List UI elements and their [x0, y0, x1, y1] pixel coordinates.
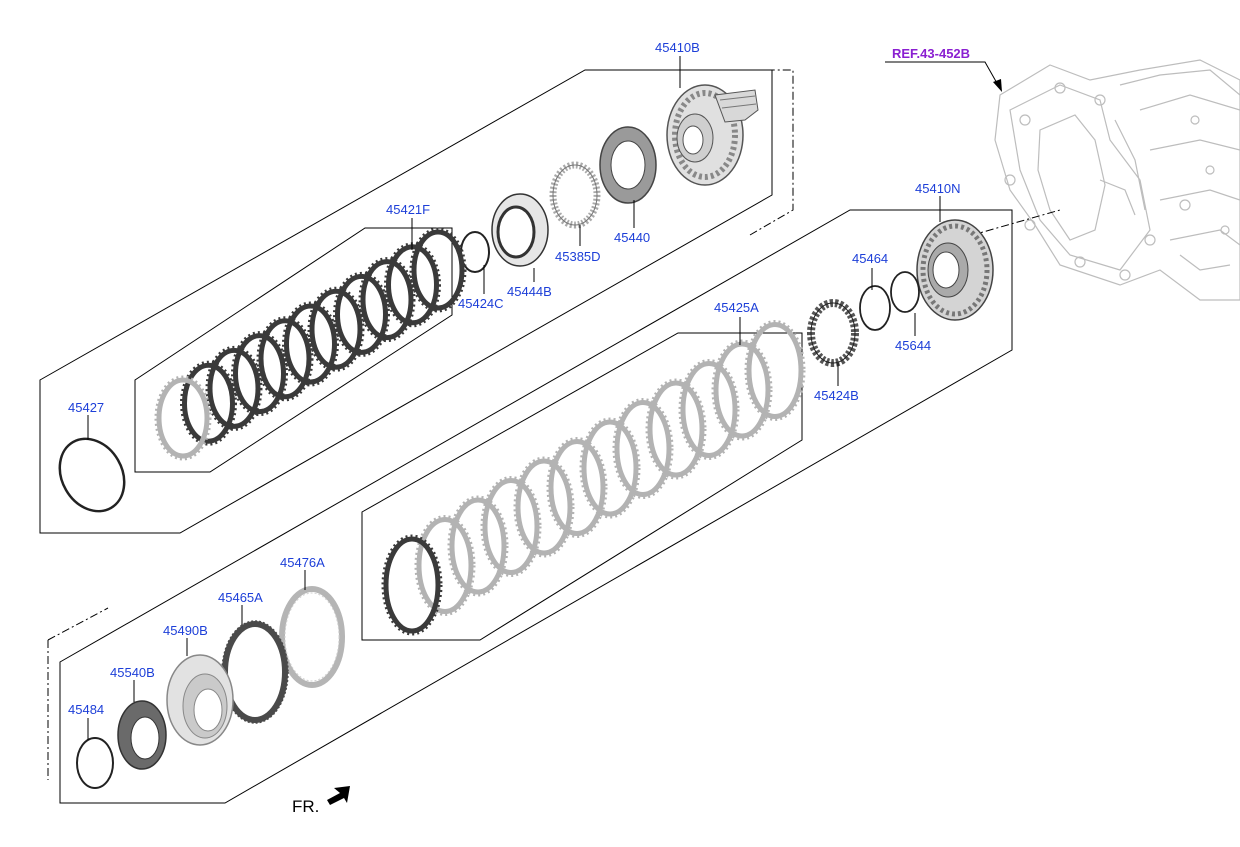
plate-teeth — [231, 331, 288, 417]
steel-plate — [614, 400, 672, 497]
steel-plate — [383, 536, 441, 634]
steel-plate — [548, 439, 606, 536]
steel-plate — [482, 478, 540, 575]
friction-plate — [258, 318, 312, 400]
steel-plate — [449, 497, 507, 595]
transmission-housing-illustration — [994, 59, 1240, 301]
plate-teeth — [307, 286, 365, 372]
plate-teeth — [180, 360, 237, 446]
part-45440-plate — [599, 126, 657, 204]
steel-plate — [581, 419, 639, 517]
plate-teeth — [282, 301, 339, 387]
friction-plate — [207, 347, 261, 429]
leader-lines — [87, 56, 1002, 740]
plate-teeth — [546, 437, 608, 538]
label-45476A[interactable]: 45476A — [280, 555, 325, 570]
part-45385D-spring — [549, 161, 601, 229]
front-arrow-icon — [327, 786, 350, 805]
part-45410B-drum — [666, 84, 759, 186]
part-45484-snap-ring — [76, 737, 114, 789]
plate-teeth — [447, 495, 509, 597]
friction-plate — [411, 229, 465, 311]
plate-teeth — [645, 378, 707, 480]
front-label: FR. — [292, 797, 319, 816]
label-45444B[interactable]: 45444B — [507, 284, 552, 299]
plate-teeth — [381, 534, 443, 636]
plate-teeth — [612, 398, 674, 499]
part-45464-seal-ring — [859, 285, 891, 331]
label-45425A[interactable]: 45425A — [714, 300, 759, 315]
part-45644-seal-ring — [890, 271, 920, 313]
label-45421F[interactable]: 45421F — [386, 202, 430, 217]
label-45410N[interactable]: 45410N — [915, 181, 961, 196]
label-45424C[interactable]: 45424C — [458, 296, 504, 311]
steel-plate — [713, 341, 771, 439]
plate-teeth — [333, 271, 390, 357]
plate-teeth — [256, 316, 314, 402]
steel-plate — [647, 380, 705, 478]
part-45476A-plate — [279, 586, 345, 688]
label-45464[interactable]: 45464 — [852, 251, 888, 266]
part-45444B-piston — [491, 193, 549, 267]
friction-plate — [182, 362, 235, 444]
plate-teeth — [480, 476, 542, 577]
label-45385D[interactable]: 45385D — [555, 249, 601, 264]
label-45484[interactable]: 45484 — [68, 702, 104, 717]
label-45410B[interactable]: 45410B — [655, 40, 700, 55]
friction-plate — [309, 288, 363, 370]
part-45427-snap-ring — [58, 437, 126, 513]
steel-plate — [746, 322, 804, 419]
steel-plate — [156, 377, 210, 459]
friction-plate — [360, 259, 414, 341]
friction-plate — [335, 273, 388, 355]
part-45410N-hub — [916, 219, 994, 321]
plate-teeth — [205, 345, 263, 431]
part-45490B-spring-plate — [166, 654, 234, 746]
label-45490B[interactable]: 45490B — [163, 623, 208, 638]
plate-teeth — [579, 417, 641, 519]
lower-assembly-frame — [47, 209, 1061, 804]
plate-teeth — [409, 227, 467, 313]
label-45465A[interactable]: 45465A — [218, 590, 263, 605]
plate-teeth — [414, 515, 476, 616]
friction-plate — [284, 303, 337, 385]
plate-teeth — [744, 320, 806, 421]
steel-plate — [680, 361, 738, 458]
friction-plate — [233, 333, 286, 415]
plate-teeth — [358, 257, 416, 343]
steel-plate — [416, 517, 474, 614]
front-direction-indicator: FR. — [292, 786, 350, 816]
label-45644[interactable]: 45644 — [895, 338, 931, 353]
part-45540B-seal — [117, 700, 167, 770]
steel-plate — [515, 458, 573, 556]
ref-label-housing[interactable]: REF.43-452B — [892, 46, 970, 61]
label-45424B[interactable]: 45424B — [814, 388, 859, 403]
upper-assembly-frame — [39, 69, 794, 534]
plate-teeth — [154, 375, 212, 461]
label-45440[interactable]: 45440 — [614, 230, 650, 245]
part-45425A-clutch-pack — [381, 320, 806, 636]
plate-teeth — [711, 339, 773, 441]
label-45540B[interactable]: 45540B — [110, 665, 155, 680]
label-45427[interactable]: 45427 — [68, 400, 104, 415]
plate-teeth — [513, 456, 575, 558]
part-45424B-bearing — [807, 299, 859, 367]
plate-teeth — [678, 359, 740, 460]
